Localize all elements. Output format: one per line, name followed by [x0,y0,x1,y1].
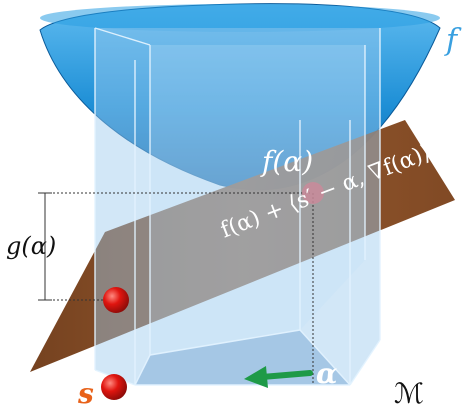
f-alpha-point [302,182,324,204]
paraboloid-surface [39,3,441,191]
label-s: s [78,377,94,410]
guide-lines [45,192,314,385]
g-alpha-brace [38,192,52,301]
prism-M [94,27,381,386]
label-g-alpha: g(α) [6,232,57,260]
label-f: f [446,23,458,58]
label-M: ℳ [394,377,424,410]
label-alpha: α [316,357,338,390]
plane-point [103,287,129,313]
label-f-alpha: f(α) [262,145,314,178]
s-point [101,374,127,400]
tangent-plane [30,120,455,372]
alpha-arrow [244,366,313,388]
